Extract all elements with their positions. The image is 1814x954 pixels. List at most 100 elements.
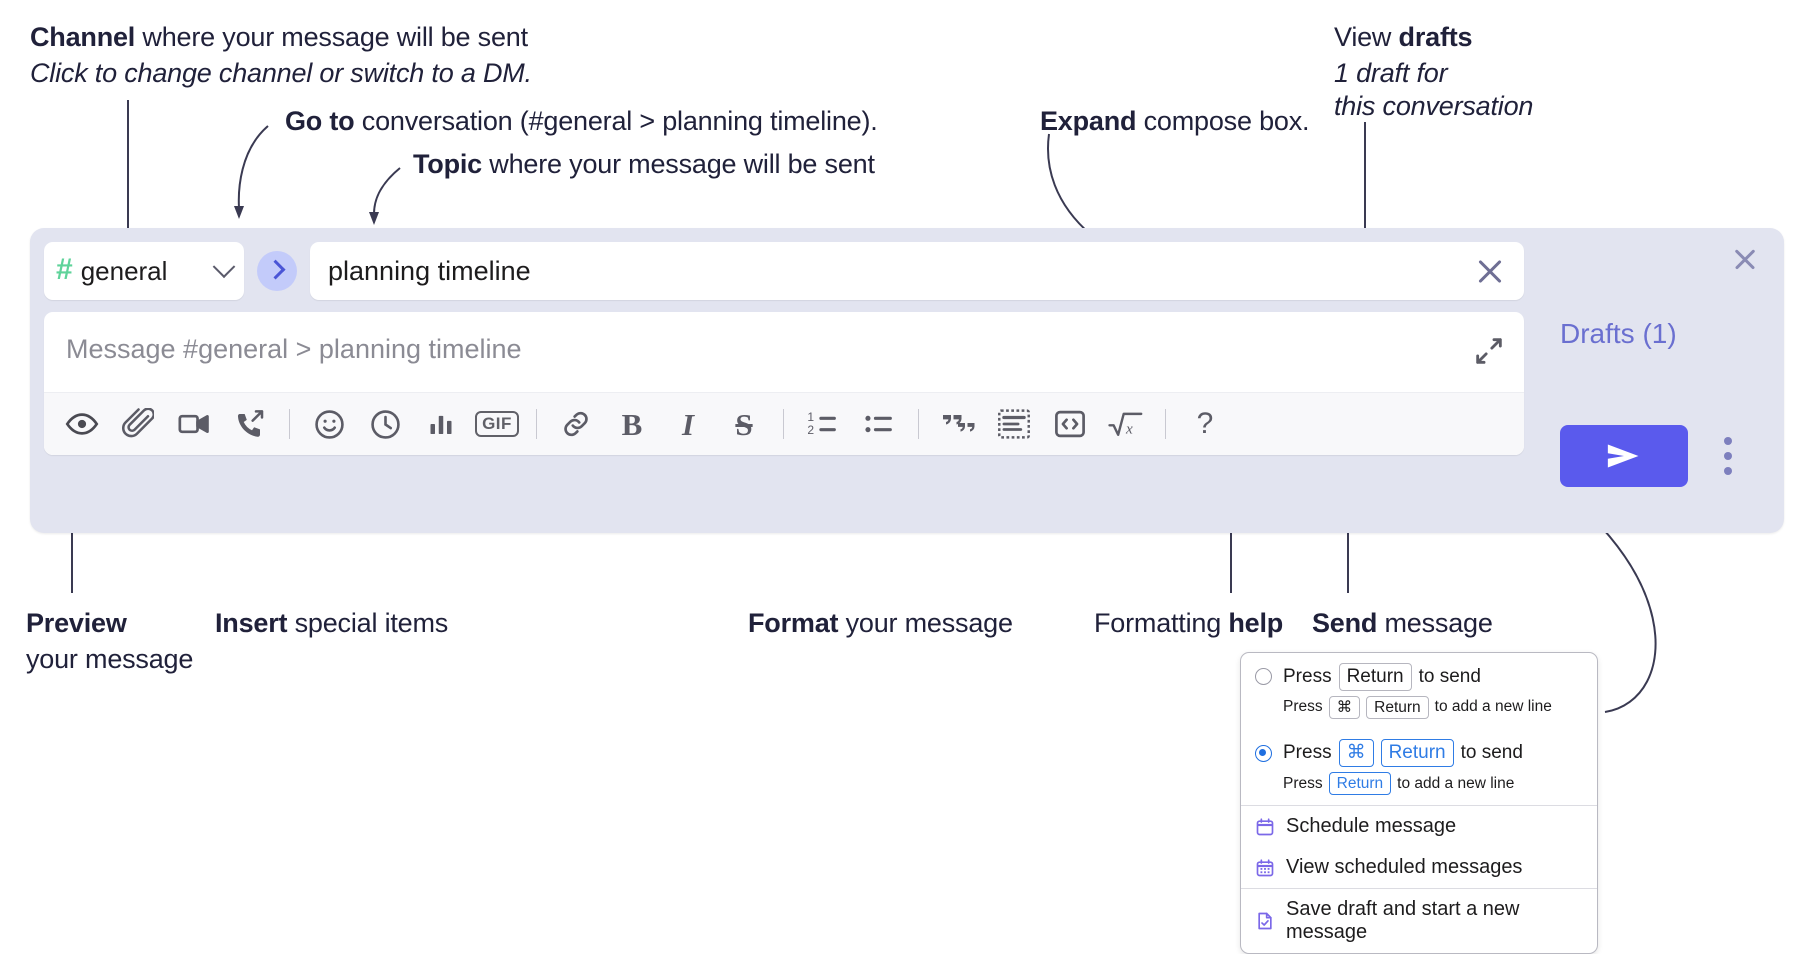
toolbar-divider [289,409,290,439]
compose-options-menu-button[interactable] [1710,425,1746,487]
toolbar-divider [783,409,784,439]
code-icon[interactable] [1042,393,1098,455]
channel-selector[interactable]: # general [44,242,244,300]
strikethrough-label: S [735,406,753,442]
option1-sub: Press ⌘ Return to add a new line [1241,693,1597,729]
option1-sub-prefix: Press [1283,698,1323,716]
close-icon [1475,256,1505,286]
option1-sub-key2: Return [1366,695,1429,720]
annotation-expand-bold: Expand [1040,106,1137,136]
menu-item-label: View scheduled messages [1286,856,1523,879]
message-input[interactable]: Message #general > planning timeline [44,312,1524,392]
radio-unselected-icon [1255,668,1272,686]
annotation-send: Send message [1312,608,1493,640]
annotation-drafts-italic-1: 1 draft for [1334,57,1448,88]
menu-item-save-draft[interactable]: Save draft and start a new message [1241,889,1597,953]
annotation-format-rest: your message [838,608,1013,638]
topic-clear-button[interactable] [1470,251,1510,291]
link-icon[interactable] [548,393,604,455]
send-icon [1607,444,1639,468]
svg-text:1: 1 [807,410,814,424]
kebab-dot [1724,452,1732,460]
bold-icon[interactable]: B [604,393,660,455]
annotation-send-bold: Send [1312,608,1378,638]
toolbar-divider [918,409,919,439]
schedule-icon[interactable] [357,393,413,455]
menu-divider [1241,888,1597,890]
document-check-icon [1258,912,1272,930]
annotation-topic-rest: where your message will be sent [482,149,875,179]
drafts-link[interactable]: Drafts (1) [1560,318,1677,349]
toolbar-divider [536,409,537,439]
annotation-drafts: View drafts 1 draft for this conversatio… [1334,22,1533,123]
emoji-icon[interactable] [301,393,357,455]
annotation-topic: Topic where your message will be sent [413,149,875,181]
goto-conversation-button[interactable] [257,251,297,291]
menu-item-view-scheduled-messages[interactable]: View scheduled messages [1241,847,1597,888]
expand-icon [1476,338,1502,364]
option1-sub-suffix: to add a new line [1434,698,1552,716]
topic-input-value: planning timeline [328,255,531,286]
annotation-insert: Insert special items [215,608,448,640]
send-option-cmd-return[interactable]: Press ⌘ Return to send [1241,729,1597,769]
kebab-dot [1724,437,1732,445]
menu-item-schedule-message[interactable]: Schedule message [1241,806,1597,847]
hash-icon: # [56,253,73,286]
annotation-drafts-italic-2: this conversation [1334,90,1534,121]
calendar-grid-icon [1256,859,1274,877]
option2-sub-prefix: Press [1283,774,1323,792]
blockquote-icon[interactable] [930,393,986,455]
annotation-goto-bold: Go to [285,106,355,136]
radio-selected-icon [1255,744,1272,762]
bulleted-list-icon[interactable] [851,393,907,455]
channel-name-label: general [80,255,168,286]
gif-icon[interactable]: GIF [469,393,525,455]
option1-prefix: Press [1283,665,1332,687]
code-block-icon[interactable] [986,393,1042,455]
annotation-send-rest: message [1377,608,1493,638]
menu-item-label: Save draft and start a new message [1286,898,1520,944]
svg-text:x: x [1125,421,1133,438]
option2-suffix: to send [1460,742,1523,763]
annotation-format-bold: Format [748,608,839,638]
preview-icon[interactable] [54,393,110,455]
chevron-down-icon [212,255,236,279]
latex-icon[interactable]: x [1098,393,1154,455]
video-icon[interactable] [166,393,222,455]
kebab-dot [1724,467,1732,475]
annotation-expand-rest: compose box. [1136,106,1310,136]
annotation-channel-bold: Channel [30,22,136,52]
message-placeholder: Message #general > planning timeline [66,334,522,364]
italic-icon[interactable]: I [660,393,716,455]
poll-icon[interactable] [413,393,469,455]
huddle-icon[interactable] [222,393,278,455]
annotation-preview: Preview your message [26,608,193,676]
option1-key: Return [1338,663,1412,691]
topic-input-field[interactable]: planning timeline [310,242,1524,300]
compose-options-menu: Press Return to send Press ⌘ Return to a… [1240,652,1598,954]
ordered-list-icon[interactable]: 1 2 [795,393,851,455]
italic-label: I [681,406,695,442]
option2-key1: ⌘ [1338,739,1374,767]
annotation-preview-line2: your message [26,643,194,674]
compose-inner: # general planning timeline Message #gen… [44,242,1524,455]
annotation-channel: Channel where your message will be sent … [30,22,532,90]
annotation-channel-rest: where your message will be sent [135,22,528,52]
bold-label: B [621,406,643,442]
option2-sub: Press Return to add a new line [1241,769,1597,805]
formatting-toolbar: GIF B I S [44,392,1524,455]
annotation-goto: Go to conversation (#general > planning … [285,106,878,138]
formatting-help-icon[interactable]: ? [1177,393,1233,455]
annotation-help-plain: Formatting [1094,608,1229,638]
annotation-drafts-bold: drafts [1398,22,1473,52]
chevron-right-icon [265,259,286,280]
help-label: ? [1196,407,1214,440]
send-option-return[interactable]: Press Return to send [1241,653,1597,693]
panel-close-button[interactable] [1728,242,1762,276]
strikethrough-icon[interactable]: S [716,393,772,455]
toolbar-divider [1165,409,1166,439]
send-button[interactable] [1560,425,1688,487]
menu-divider [1241,805,1597,807]
expand-compose-button[interactable] [1472,334,1506,368]
attachment-icon[interactable] [110,393,166,455]
